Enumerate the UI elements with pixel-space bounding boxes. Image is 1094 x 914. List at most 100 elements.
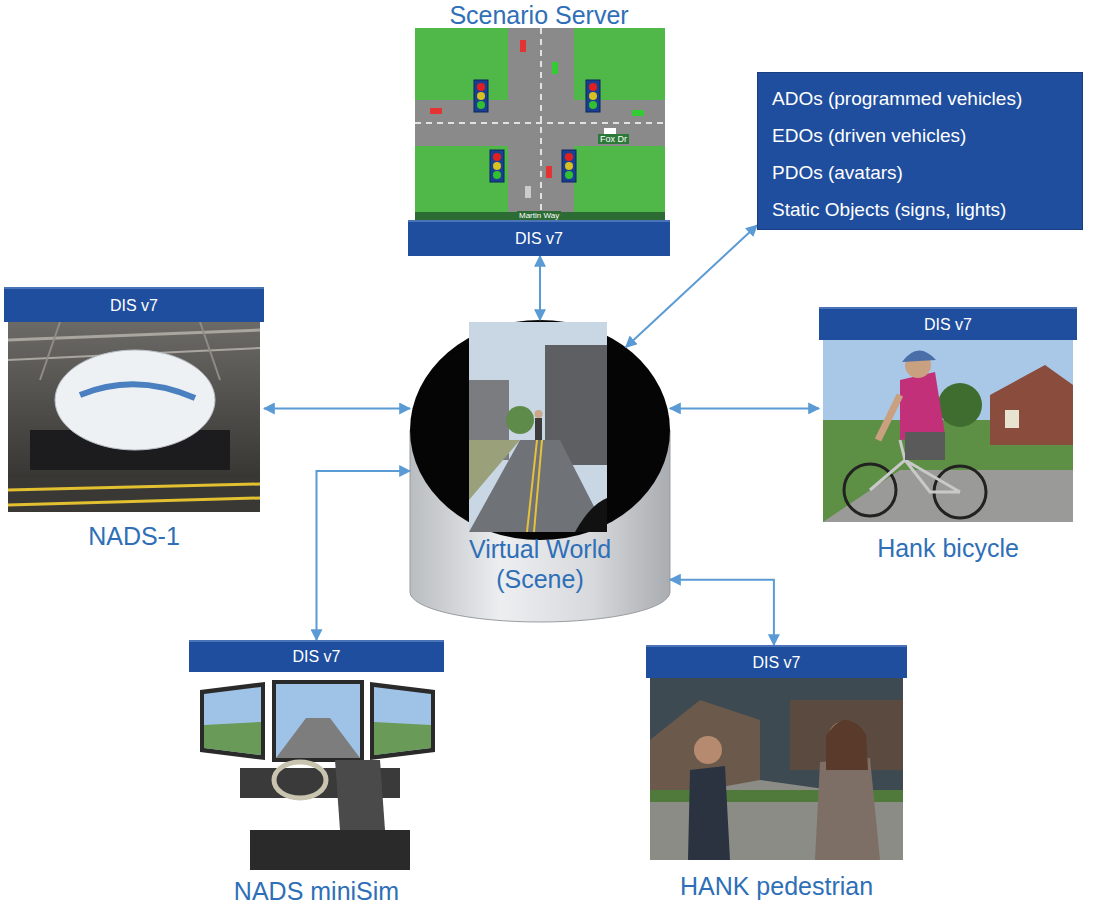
scenario-map-part [508,28,574,220]
scenario-map-part [552,62,558,74]
street-name: Martin Way [517,211,561,220]
database-cylinder-part [469,440,520,500]
traffic-light-part [493,162,501,170]
nads1-photo-part [80,384,195,398]
minisim-photo-part [374,687,431,755]
minisim-photo-part [274,762,326,798]
protocol-band: DIS v7 [189,640,444,672]
database-cylinder-part [534,440,542,532]
scenario-map-part [520,40,526,52]
scenario-map-part [632,110,644,116]
simulator-node: DIS v7 NADS miniSim [189,640,444,908]
protocol-band: DIS v7 [408,220,670,256]
minisim-photo-part [193,672,440,880]
node-title: Hank bicycle [819,533,1077,563]
database-cylinder [410,320,670,622]
nads1-photo-part [8,498,260,505]
pedestrian-photo-part [688,766,730,860]
simulator-node: DIS v7 NADS-1 [4,287,264,557]
database-cylinder-part [535,418,542,440]
minisim-photo-part [250,830,410,870]
pedestrian-photo-part [650,678,903,860]
nads1-photo-part [55,350,215,450]
list-item: ADOs (programmed vehicles) [772,80,1068,117]
protocol-band: DIS v7 [4,287,264,322]
minisim-photo [193,672,440,880]
bicycle-photo-part [823,340,1073,522]
traffic-light-part [477,83,485,91]
traffic-light-part [474,80,488,112]
nads1-photo [8,322,260,512]
bicycle-photo-part [1005,410,1019,428]
scenario-map-part [430,108,442,114]
list-item: Static Objects (signs, lights) [772,191,1068,228]
database-node: Virtual World (Scene) [410,320,670,622]
list-item: PDOs (avatars) [772,154,1068,191]
traffic-light-part [565,162,573,170]
traffic-light-part [562,150,576,182]
database-cylinder-part [535,410,543,418]
scenario-map-part [540,28,542,212]
simulator-node: DIS v7 Hank bicycle [819,307,1077,567]
store-label: Virtual World (Scene) [450,534,630,594]
object-list-box: ADOs (programmed vehicles)EDOs (driven v… [757,72,1083,230]
pedestrian-photo-part [826,720,868,770]
traffic-light-part [490,150,504,182]
nads1-photo-part [8,330,260,340]
bicycle-photo-part [900,372,945,440]
traffic-light-part [589,92,597,100]
protocol-band: DIS v7 [819,307,1077,340]
traffic-light-part [565,153,573,161]
scenario-map-part [415,28,665,220]
connector-arrow [670,580,774,645]
bicycle-photo-part [902,350,936,362]
connector-arrow [539,256,541,320]
pedestrian-photo-part [790,700,903,770]
traffic-light-part [589,101,597,109]
database-cylinder-part [469,440,607,532]
node-title: Scenario Server [408,0,670,30]
database-cylinder-part [506,406,534,434]
minisim-photo-part [272,680,364,762]
minisim-photo-part [204,722,261,755]
bicycle-photo-part [990,365,1073,445]
scenario-map [415,28,665,220]
traffic-light-part [589,83,597,91]
simulator-node: DIS v7HANK pedestrian [646,645,907,907]
scenario-map-part [415,212,665,220]
minisim-photo-part [374,722,431,755]
minisim-photo-part [370,682,435,760]
minisim-photo-part [276,718,360,758]
bicycle-photo-part [878,395,900,440]
pedestrian-photo-part [815,758,880,860]
database-cylinder-part [410,320,670,540]
scenario-map-part [546,166,552,178]
bicycle-photo-part [905,432,945,460]
bicycle-photo [823,340,1073,522]
minisim-photo-part [276,684,360,758]
traffic-light-part [565,171,573,179]
nads1-photo-part [8,484,260,490]
nads1-photo-part [200,322,220,380]
street-sign: Fox Dr [598,134,629,144]
traffic-light-part [477,101,485,109]
traffic-light-part [493,171,501,179]
minisim-photo-part [200,682,265,760]
connector-arrow [317,471,411,640]
minisim-photo-part [204,687,261,755]
nads1-photo-part [8,478,260,512]
list-item: EDOs (driven vehicles) [772,117,1068,154]
scenario-map-part [525,186,531,198]
nads1-photo-part [40,322,60,380]
node-title: NADS-1 [4,521,264,551]
connector-arrow [264,408,410,410]
pedestrian-photo-part [694,736,722,764]
bicycle-photo-part [938,383,982,427]
minisim-photo-part [335,760,385,830]
pedestrian-photo [650,678,903,860]
node-title: NADS miniSim [189,876,444,906]
traffic-light-part [586,80,600,112]
node-title: HANK pedestrian [646,871,907,901]
traffic-light [474,80,600,182]
